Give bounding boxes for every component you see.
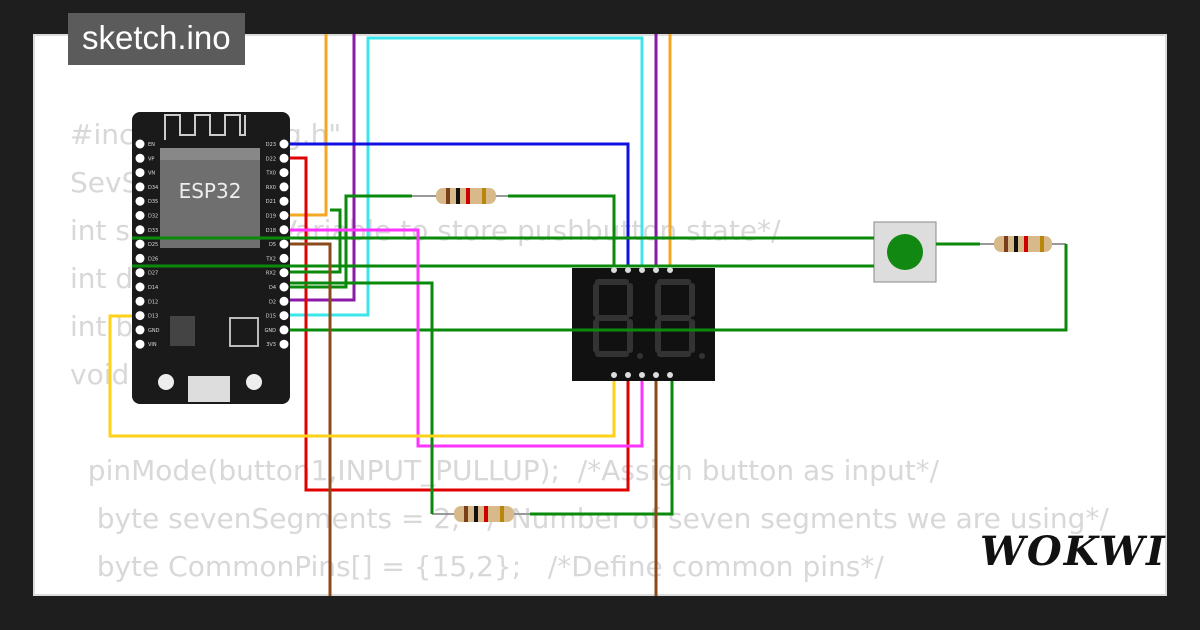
- esp32-pin[interactable]: [279, 296, 289, 306]
- esp32-pin-label: D34: [148, 185, 158, 191]
- esp32-pin-label: D26: [148, 256, 158, 262]
- sketch-title[interactable]: sketch.ino: [68, 13, 245, 65]
- esp32-pin-label: D15: [266, 314, 276, 320]
- wire-magenta: [290, 228, 644, 448]
- esp32-pin[interactable]: [135, 196, 145, 206]
- antenna-icon: [164, 114, 246, 140]
- wire-cyan: [290, 36, 644, 317]
- esp32-pin[interactable]: [135, 182, 145, 192]
- esp32-pin-label: D12: [148, 299, 158, 305]
- esp32-pin-label: D13: [148, 314, 158, 320]
- esp32-pin-label: EN: [148, 142, 155, 148]
- esp32-pin[interactable]: [135, 225, 145, 235]
- esp32-pin-label: D23: [266, 142, 276, 148]
- wire-green: [290, 208, 342, 274]
- esp32-pin-label: D14: [148, 285, 158, 291]
- wire-green: [530, 381, 674, 516]
- code-background: #incl eg.h" SevS int s /*Variable to sto…: [70, 118, 1109, 583]
- esp32-pin[interactable]: [279, 139, 289, 149]
- esp32-pin[interactable]: [279, 168, 289, 178]
- display-pin[interactable]: [639, 267, 645, 273]
- push-button[interactable]: [873, 221, 937, 283]
- esp32-pin[interactable]: [279, 339, 289, 349]
- esp32-pin[interactable]: [279, 268, 289, 278]
- wire-green: [508, 194, 616, 268]
- display-pin[interactable]: [639, 372, 645, 378]
- display-pin[interactable]: [625, 372, 631, 378]
- esp32-pin[interactable]: [135, 282, 145, 292]
- esp32-pin[interactable]: [279, 239, 289, 249]
- esp32-pin-label: D19: [266, 214, 276, 220]
- esp32-pin-label: RX0: [266, 185, 276, 191]
- esp32-pin[interactable]: [135, 311, 145, 321]
- wire-orange: [290, 34, 328, 217]
- esp32-pin-label: 3V3: [266, 342, 276, 348]
- esp32-pin[interactable]: [135, 211, 145, 220]
- display-pin[interactable]: [625, 267, 631, 273]
- esp32-pin-label: VP: [148, 156, 154, 162]
- esp32-pin-label: D25: [148, 242, 158, 248]
- seven-segment-display[interactable]: [572, 268, 715, 381]
- display-pin[interactable]: [611, 372, 617, 378]
- esp32-pin[interactable]: [135, 239, 145, 249]
- wire-blue: [290, 142, 630, 268]
- esp32-pin-label: D2: [269, 299, 276, 305]
- esp32-pin-label: D4: [269, 285, 276, 291]
- esp32-pin[interactable]: [135, 325, 145, 335]
- esp32-pin-label: D35: [148, 199, 158, 205]
- esp32-pin-label: TX2: [265, 256, 276, 262]
- esp32-pin-label: D21: [266, 199, 276, 205]
- esp32-pin[interactable]: [135, 339, 145, 349]
- wire-green: [290, 194, 412, 289]
- esp32-pin-label: GND: [148, 328, 160, 334]
- esp32-pin[interactable]: [135, 296, 145, 306]
- esp32-pin-label: GND: [265, 328, 277, 334]
- esp32-pin[interactable]: [135, 168, 145, 178]
- display-pin[interactable]: [653, 372, 659, 378]
- esp32-pin[interactable]: [279, 253, 289, 263]
- wire-green: [290, 244, 1068, 332]
- wire-red: [290, 156, 630, 492]
- esp32-pin[interactable]: [279, 225, 289, 235]
- esp32-pin-label: D27: [148, 271, 158, 277]
- wire-green: [290, 281, 434, 514]
- esp32-pin-label: RX2: [266, 271, 276, 277]
- esp32-pin-label: D22: [266, 156, 276, 162]
- esp32-pin[interactable]: [279, 211, 289, 220]
- esp32-label: ESP32: [179, 179, 242, 203]
- resistor-right: [980, 236, 1066, 252]
- display-pin[interactable]: [653, 267, 659, 273]
- resistor-top: [412, 188, 508, 204]
- display-pin[interactable]: [667, 267, 673, 273]
- esp32-pin-label: TX0: [265, 171, 276, 177]
- wire-purple: [290, 34, 356, 302]
- wire-yellow: [108, 314, 616, 438]
- esp32-pin-label: D32: [148, 214, 158, 220]
- esp32-pin[interactable]: [279, 196, 289, 206]
- esp32-pin[interactable]: [135, 139, 145, 149]
- esp32-pin[interactable]: [279, 325, 289, 335]
- esp32-pin-label: VIN: [148, 342, 157, 348]
- esp32-pin[interactable]: [135, 253, 145, 263]
- esp32-pin[interactable]: [135, 268, 145, 278]
- esp32-pin-label: D18: [266, 228, 276, 234]
- esp32-pin[interactable]: [279, 282, 289, 292]
- esp32-pin-label: VN: [148, 171, 155, 177]
- resistor-bottom: [432, 506, 530, 522]
- esp32-pin[interactable]: [279, 153, 289, 163]
- display-pin[interactable]: [611, 267, 617, 273]
- display-pin[interactable]: [667, 372, 673, 378]
- wokwi-logo: WOKWI: [980, 528, 1167, 575]
- esp32-pin[interactable]: [135, 153, 145, 163]
- esp32-pin[interactable]: [279, 311, 289, 321]
- esp32-pin-label: D5: [269, 242, 276, 248]
- esp32-pin[interactable]: [279, 182, 289, 192]
- wire-brown: [290, 242, 332, 596]
- esp32-board[interactable]: ESP32 ENVPVND34D35D32D33D25D26D27D14D12D…: [132, 112, 290, 404]
- esp32-pin-label: D33: [148, 228, 158, 234]
